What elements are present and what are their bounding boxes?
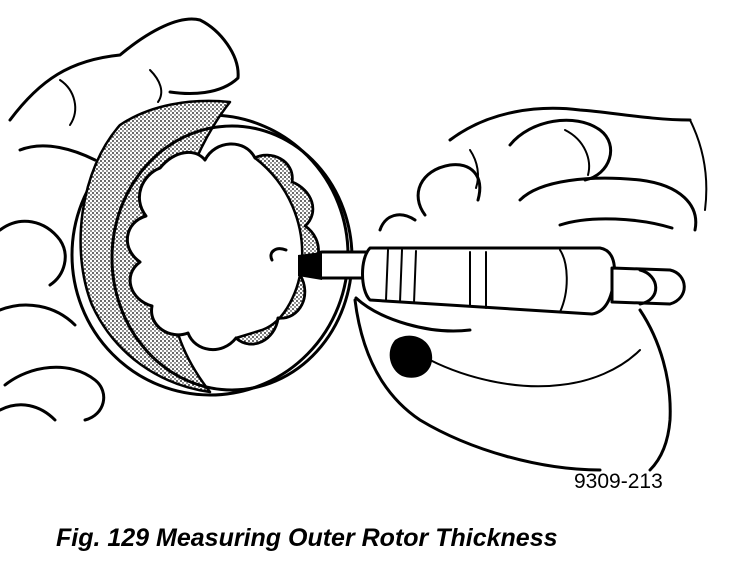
right-hand [353, 106, 708, 472]
micrometer [269, 246, 686, 333]
outer-rotor [70, 99, 354, 397]
left-hand [0, 17, 240, 422]
figure-reference-code: 9309-213 [574, 470, 663, 493]
outer-rotor-measurement-illustration [0, 17, 708, 472]
figure-caption: Fig. 129 Measuring Outer Rotor Thickness [56, 524, 558, 552]
